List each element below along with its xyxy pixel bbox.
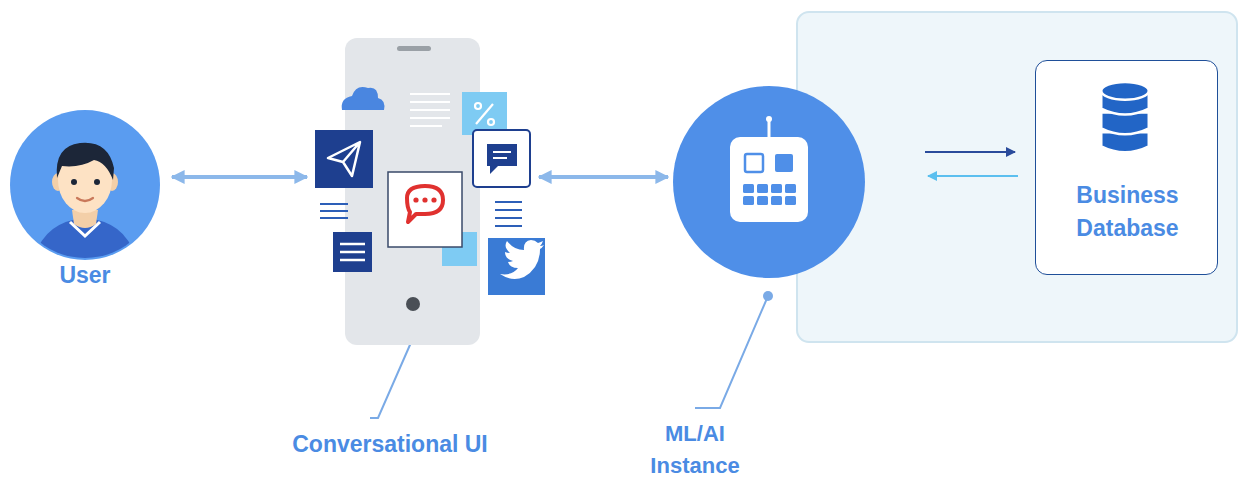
- callout-label: Conversational UI: [270, 431, 510, 459]
- box-label: Business Database: [1044, 179, 1211, 246]
- actor-label: User: [0, 262, 170, 290]
- phone-ui: Conversational UI: [312, 38, 535, 345]
- flow-arrow: [928, 175, 1018, 177]
- flow-arrow: [172, 175, 307, 179]
- phone-ui-shape: [312, 38, 535, 345]
- database-box-shape: [1036, 61, 1217, 274]
- database-box: Business Database: [1035, 60, 1218, 275]
- ai-instance-circle: ML/AI Instance: [673, 86, 865, 278]
- callout-label: ML/AI Instance: [640, 418, 750, 482]
- user-avatar: User: [10, 110, 160, 260]
- ai-instance-circle-shape: [673, 86, 865, 278]
- user-avatar-shape: [10, 110, 160, 260]
- flow-arrow: [539, 175, 668, 179]
- flow-arrow: [925, 151, 1015, 153]
